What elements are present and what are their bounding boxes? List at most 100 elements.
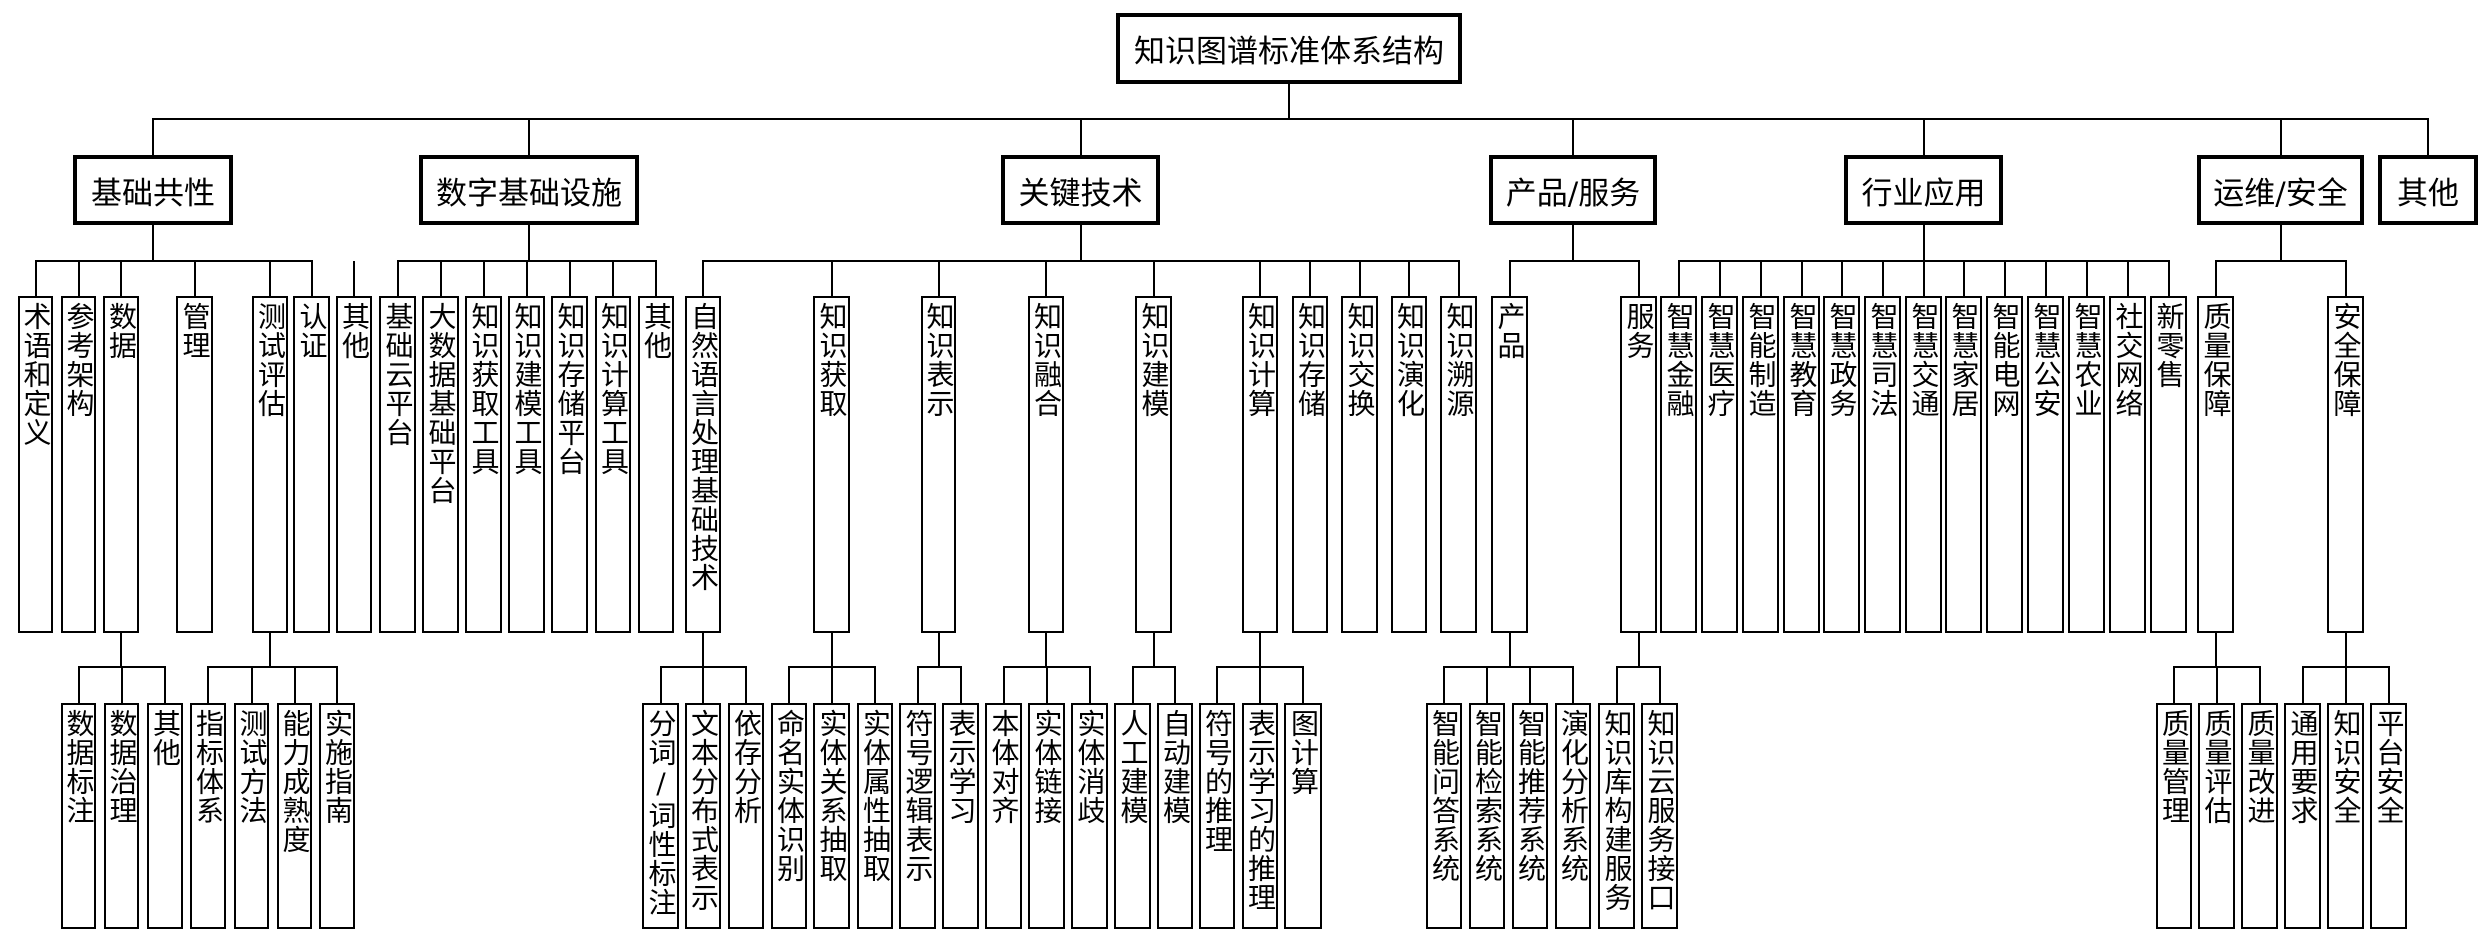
- leaf-node: 实体消歧: [1071, 703, 1108, 929]
- subcategory-node-label: 知识存储平台: [553, 302, 587, 476]
- leaf-node: 平台安全: [2370, 703, 2407, 929]
- subcategory-node-label: 智慧司法: [1866, 302, 1900, 418]
- leaf-node-label: 符号逻辑表示: [901, 709, 935, 883]
- connector-line: [1259, 633, 1261, 667]
- subcategory-node: 知识融合: [1028, 296, 1064, 633]
- connector-line: [831, 667, 833, 703]
- subcategory-node: 智慧公安: [2027, 296, 2064, 633]
- category-node-label: 关键技术: [1018, 175, 1143, 212]
- connector-line: [2045, 261, 2047, 296]
- connector-line: [2388, 667, 2390, 703]
- subcategory-node: 质量保障: [2197, 296, 2234, 633]
- subcategory-node: 知识计算: [1242, 296, 1278, 633]
- leaf-node-label: 智能推荐系统: [1514, 709, 1547, 883]
- category-node: 其他: [2378, 155, 2478, 225]
- subcategory-node-label: 新零售: [2152, 302, 2186, 389]
- connector-line: [2086, 261, 2088, 296]
- connector-line: [745, 667, 747, 703]
- connector-line: [1302, 667, 1304, 703]
- leaf-node: 演化分析系统: [1555, 703, 1591, 929]
- connector-line: [1003, 667, 1005, 703]
- leaf-node: 能力成熟度: [277, 703, 312, 929]
- leaf-node-label: 实体属性抽取: [859, 709, 892, 883]
- leaf-node: 表示学习: [942, 703, 979, 929]
- connector-line: [269, 633, 271, 667]
- leaf-node: 质量评估: [2198, 703, 2235, 929]
- subcategory-node-label: 术语和定义: [19, 302, 53, 447]
- connector-line: [207, 666, 338, 668]
- connector-line: [1259, 667, 1261, 703]
- leaf-node-label: 依存分析: [730, 709, 763, 825]
- subcategory-node: 知识表示: [921, 296, 956, 633]
- connector-line: [2280, 119, 2282, 155]
- connector-line: [2004, 261, 2006, 296]
- connector-line: [2345, 261, 2347, 296]
- subcategory-node-label: 知识计算工具: [597, 302, 630, 476]
- category-node: 关键技术: [1001, 155, 1160, 225]
- connector-line: [336, 667, 338, 703]
- subcategory-node: 认证: [293, 296, 330, 633]
- subcategory-node-label: 智慧医疗: [1703, 302, 1737, 418]
- subcategory-node: 知识交换: [1341, 296, 1378, 633]
- connector-line: [35, 261, 37, 296]
- subcategory-node: 知识建模: [1135, 296, 1172, 633]
- subcategory-node-label: 知识存储: [1294, 302, 1327, 418]
- category-node-label: 行业应用: [1861, 175, 1986, 212]
- subcategory-node-label: 智慧政务: [1825, 302, 1859, 418]
- connector-line: [1132, 666, 1176, 668]
- connector-line: [1923, 261, 1925, 296]
- subcategory-node-label: 质量保障: [2199, 302, 2233, 418]
- leaf-node-label: 演化分析系统: [1557, 709, 1590, 883]
- connector-line: [1616, 667, 1618, 703]
- leaf-node: 人工建模: [1114, 703, 1151, 929]
- subcategory-node: 智慧农业: [2068, 296, 2105, 633]
- leaf-node-label: 质量管理: [2158, 709, 2191, 825]
- connector-line: [2216, 667, 2218, 703]
- subcategory-node: 服务: [1620, 296, 1657, 633]
- connector-line: [120, 261, 122, 296]
- subcategory-node-label: 自然语言处理基础技术: [687, 302, 720, 592]
- leaf-node: 依存分析: [728, 703, 764, 929]
- subcategory-node-label: 测试评估: [254, 302, 287, 418]
- leaf-node-label: 测试方法: [235, 709, 269, 825]
- subcategory-node-label: 智慧农业: [2070, 302, 2104, 418]
- leaf-node: 质量改进: [2241, 703, 2278, 929]
- connector-line: [788, 667, 790, 703]
- connector-line: [917, 667, 919, 703]
- connector-line: [528, 225, 530, 261]
- leaf-node: 分词/词性标注: [642, 703, 679, 929]
- category-node: 产品/服务: [1489, 155, 1657, 225]
- connector-line: [938, 261, 940, 296]
- connector-line: [612, 261, 614, 296]
- leaf-node-label: 能力成熟度: [278, 709, 312, 854]
- subcategory-node: 智慧金融: [1660, 296, 1697, 633]
- leaf-node-label: 实施指南: [321, 709, 354, 825]
- leaf-node: 表示学习的推理: [1242, 703, 1278, 929]
- category-node-label: 数字基础设施: [436, 175, 622, 212]
- subcategory-node: 自然语言处理基础技术: [685, 296, 721, 633]
- connector-line: [938, 633, 940, 667]
- subcategory-node: 智慧医疗: [1701, 296, 1738, 633]
- leaf-node-label: 人工建模: [1116, 709, 1150, 825]
- subcategory-node: 智慧司法: [1864, 296, 1901, 633]
- leaf-node: 智能检索系统: [1469, 703, 1505, 929]
- leaf-node: 符号逻辑表示: [899, 703, 936, 929]
- connector-line: [120, 633, 122, 667]
- subcategory-node: 大数据基础平台: [422, 296, 459, 633]
- category-node: 基础共性: [73, 155, 233, 225]
- subcategory-node: 安全保障: [2327, 296, 2364, 633]
- leaf-node: 数据治理: [104, 703, 139, 929]
- leaf-node-label: 符号的推理: [1201, 709, 1234, 854]
- connector-line: [78, 261, 80, 296]
- subcategory-node-label: 社交网络: [2111, 302, 2145, 418]
- connector-line: [1408, 261, 1410, 296]
- leaf-node-label: 质量评估: [2200, 709, 2234, 825]
- leaf-node-label: 实体链接: [1030, 709, 1064, 825]
- subcategory-node: 管理: [176, 296, 213, 633]
- connector-line: [207, 667, 209, 703]
- connector-line: [1529, 667, 1531, 703]
- subcategory-node-label: 基础云平台: [381, 302, 415, 447]
- leaf-node: 智能问答系统: [1426, 703, 1462, 929]
- leaf-node-label: 命名实体识别: [773, 709, 806, 883]
- connector-line: [1719, 261, 1721, 296]
